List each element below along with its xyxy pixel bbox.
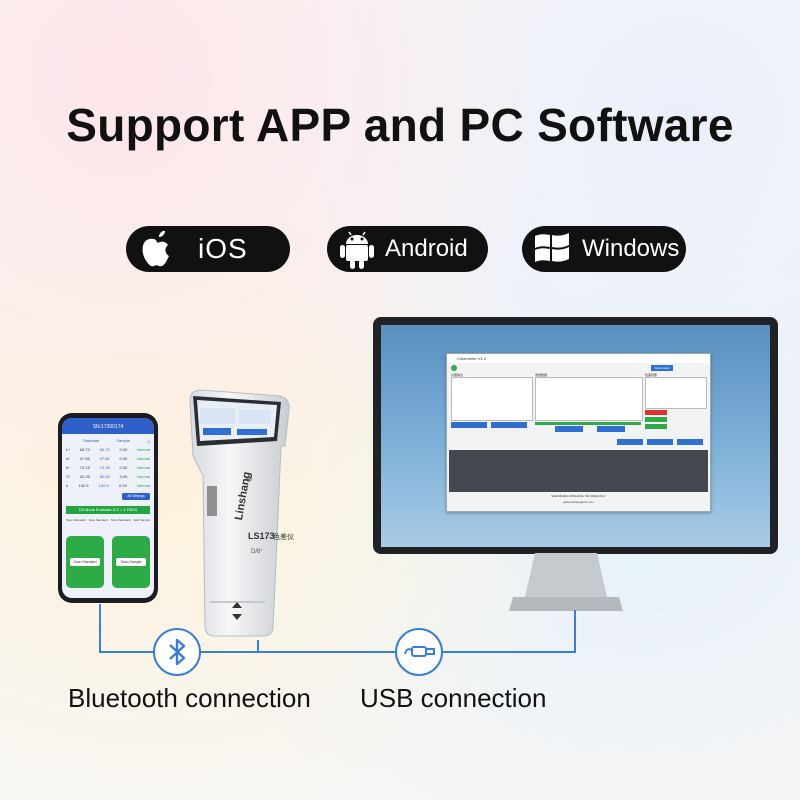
phone-columns: Standard Sample △ — [83, 438, 150, 443]
pc-software-window: Colormeter V1.0 Disconnect 仪器信息 测量数据 色差判… — [446, 353, 711, 512]
device-geometry: D/8° — [251, 549, 263, 555]
windows-label: Windows — [582, 235, 680, 262]
colorimeter-device: Linshang LS173 色差仪 D/8° — [185, 386, 295, 641]
usb-label: USB connection — [360, 683, 547, 713]
android-label: Android — [385, 235, 468, 262]
pass-indicator — [645, 424, 667, 429]
pc-section-judge: 色差判断 — [645, 373, 658, 377]
pc-device-info — [451, 377, 533, 421]
pc-site: www.linshangtech.com — [563, 500, 594, 504]
windows-pill: Windows — [522, 226, 686, 272]
phone-header: SN:17300174 — [62, 418, 154, 434]
pc-progress-bar — [535, 422, 641, 425]
pc-record-list[interactable] — [449, 450, 708, 492]
pc-action-button[interactable] — [491, 422, 527, 428]
pc-save-button[interactable] — [677, 439, 703, 445]
pc-judge-panel — [645, 377, 707, 409]
bluetooth-icon — [153, 628, 201, 676]
pc-data-table — [535, 377, 643, 421]
phone-tab[interactable]: Scan Standard — [66, 518, 86, 522]
phone-evaluate-bar: D5 Mode Evaluate Δ E = 1 PASS — [66, 506, 150, 514]
device-model-suffix: 色差仪 — [273, 534, 294, 541]
pc-section-device: 仪器信息 — [451, 373, 464, 377]
usb-cable-icon — [395, 628, 443, 676]
ios-label: iOS — [198, 233, 248, 264]
phone-tab[interactable]: Edit Sample — [133, 518, 150, 522]
phone-tab[interactable]: Scan Standard — [110, 518, 131, 522]
pc-measure-button[interactable] — [597, 426, 625, 432]
pc-clear-button[interactable] — [647, 439, 673, 445]
pc-action-button[interactable] — [451, 422, 487, 428]
all-settings-button[interactable]: All Settings — [122, 493, 150, 500]
apple-icon — [132, 225, 180, 273]
windows-icon — [528, 225, 576, 273]
ios-pill: iOS — [126, 226, 290, 272]
fail-indicator — [645, 410, 667, 415]
android-icon — [333, 225, 381, 273]
scan-sample-button[interactable]: Scan Sample — [112, 536, 150, 588]
pass-indicator — [645, 417, 667, 422]
pc-footer: SHENZHEN LINSHANG TECHNOLOGY — [551, 494, 606, 498]
pc-measure-button[interactable] — [555, 426, 583, 432]
disconnect-button[interactable]: Disconnect — [651, 365, 673, 371]
device-model: LS173 — [248, 531, 275, 541]
status-led-icon — [451, 365, 457, 371]
headline: Support APP and PC Software — [66, 99, 734, 151]
pc-window-title: Colormeter V1.0 — [447, 354, 710, 363]
monitor-stand — [509, 553, 623, 611]
android-pill: Android — [327, 226, 488, 272]
scan-standard-button[interactable]: Scan Standard — [66, 536, 104, 588]
pc-section-data: 测量数据 — [535, 373, 548, 377]
bluetooth-label: Bluetooth connection — [68, 683, 311, 713]
phone-tab[interactable]: New Standard — [88, 518, 108, 522]
pc-export-button[interactable] — [617, 439, 643, 445]
phone-tabs: Scan Standard New Standard Scan Standard… — [66, 518, 150, 527]
